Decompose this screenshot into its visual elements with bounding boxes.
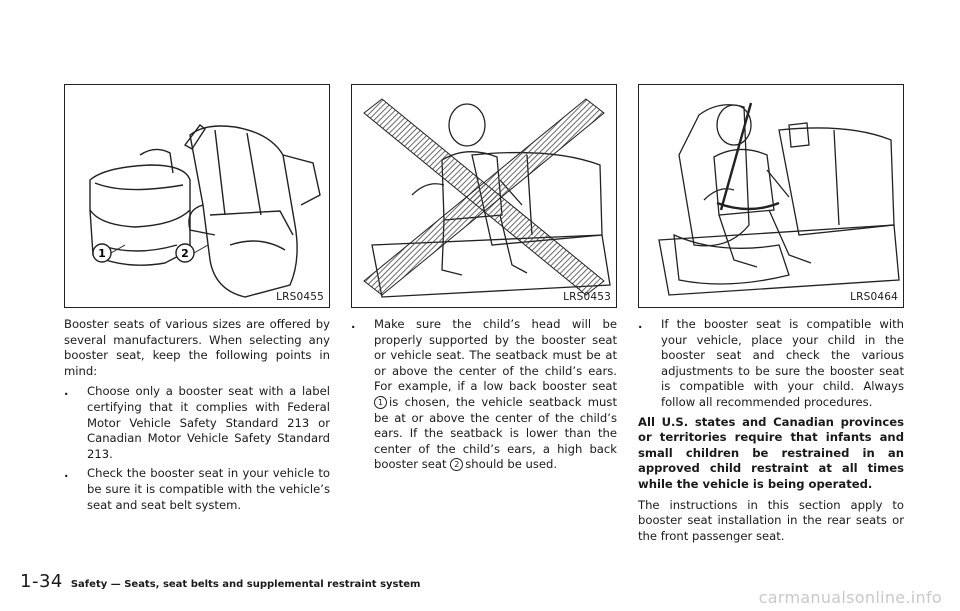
figure-correct-positioning: LRS0464 (638, 84, 904, 308)
booster-seats-illustration: 1 2 (89, 124, 321, 298)
incorrect-seating-illustration (363, 98, 611, 298)
bullet-text: Check the booster seat in your vehicle t… (87, 466, 330, 512)
bullet-text-part: Make sure the child’s head will be prope… (374, 317, 617, 394)
bullet-dot: . (64, 384, 69, 399)
callout-2-icon: 2 (450, 458, 464, 472)
section-title: Safety — Seats, seat belts and supplemen… (70, 579, 421, 590)
page-number: 1-34 (20, 571, 63, 592)
page-footer: 1-34 Safety — Seats, seat belts and suppl… (20, 571, 420, 592)
intro-paragraph: Booster seats of various sizes are offer… (64, 317, 330, 378)
bullet-dot: . (638, 317, 643, 331)
figure-incorrect-positioning: LRS0453 (351, 84, 617, 308)
closing-paragraph: The instructions in this section apply t… (638, 497, 904, 543)
bullet-text: Choose only a booster seat with a label … (87, 384, 330, 461)
figure-code: LRS0455 (276, 291, 324, 303)
list-item: . Check the booster seat in your vehicle… (64, 466, 330, 513)
bullet-dot: . (64, 466, 69, 481)
list-item: . Make sure the child’s head will be pro… (351, 317, 617, 473)
column-2: LRS0453 . Make sure the child’s head wil… (351, 84, 617, 477)
callout-1: 1 (98, 247, 106, 260)
figure-booster-seats: 1 2 LRS0455 (64, 84, 330, 308)
bullet-dot: . (351, 317, 356, 331)
figure-code: LRS0453 (563, 291, 611, 303)
figure-code: LRS0464 (850, 291, 898, 303)
bullet-text: If the booster seat is compatible with y… (661, 317, 904, 409)
correct-seating-illustration (658, 102, 900, 296)
column-1: 1 2 LRS0455 Booster seats of various siz… (64, 84, 330, 517)
list-item: . If the booster seat is compatible with… (638, 317, 904, 411)
bullet-text-part: should be used. (465, 457, 558, 472)
callout-1-icon: 1 (374, 395, 387, 409)
column-3: LRS0464 . If the booster seat is compati… (638, 84, 904, 549)
bullet-text-part: is chosen, the vehicle seatback must be … (374, 394, 617, 472)
warning-paragraph: All U.S. states and Canadian provinces o… (638, 414, 904, 491)
list-item: . Choose only a booster seat with a labe… (64, 384, 330, 462)
callout-2: 2 (181, 247, 189, 260)
watermark: carmanualsonline.info (758, 588, 942, 607)
